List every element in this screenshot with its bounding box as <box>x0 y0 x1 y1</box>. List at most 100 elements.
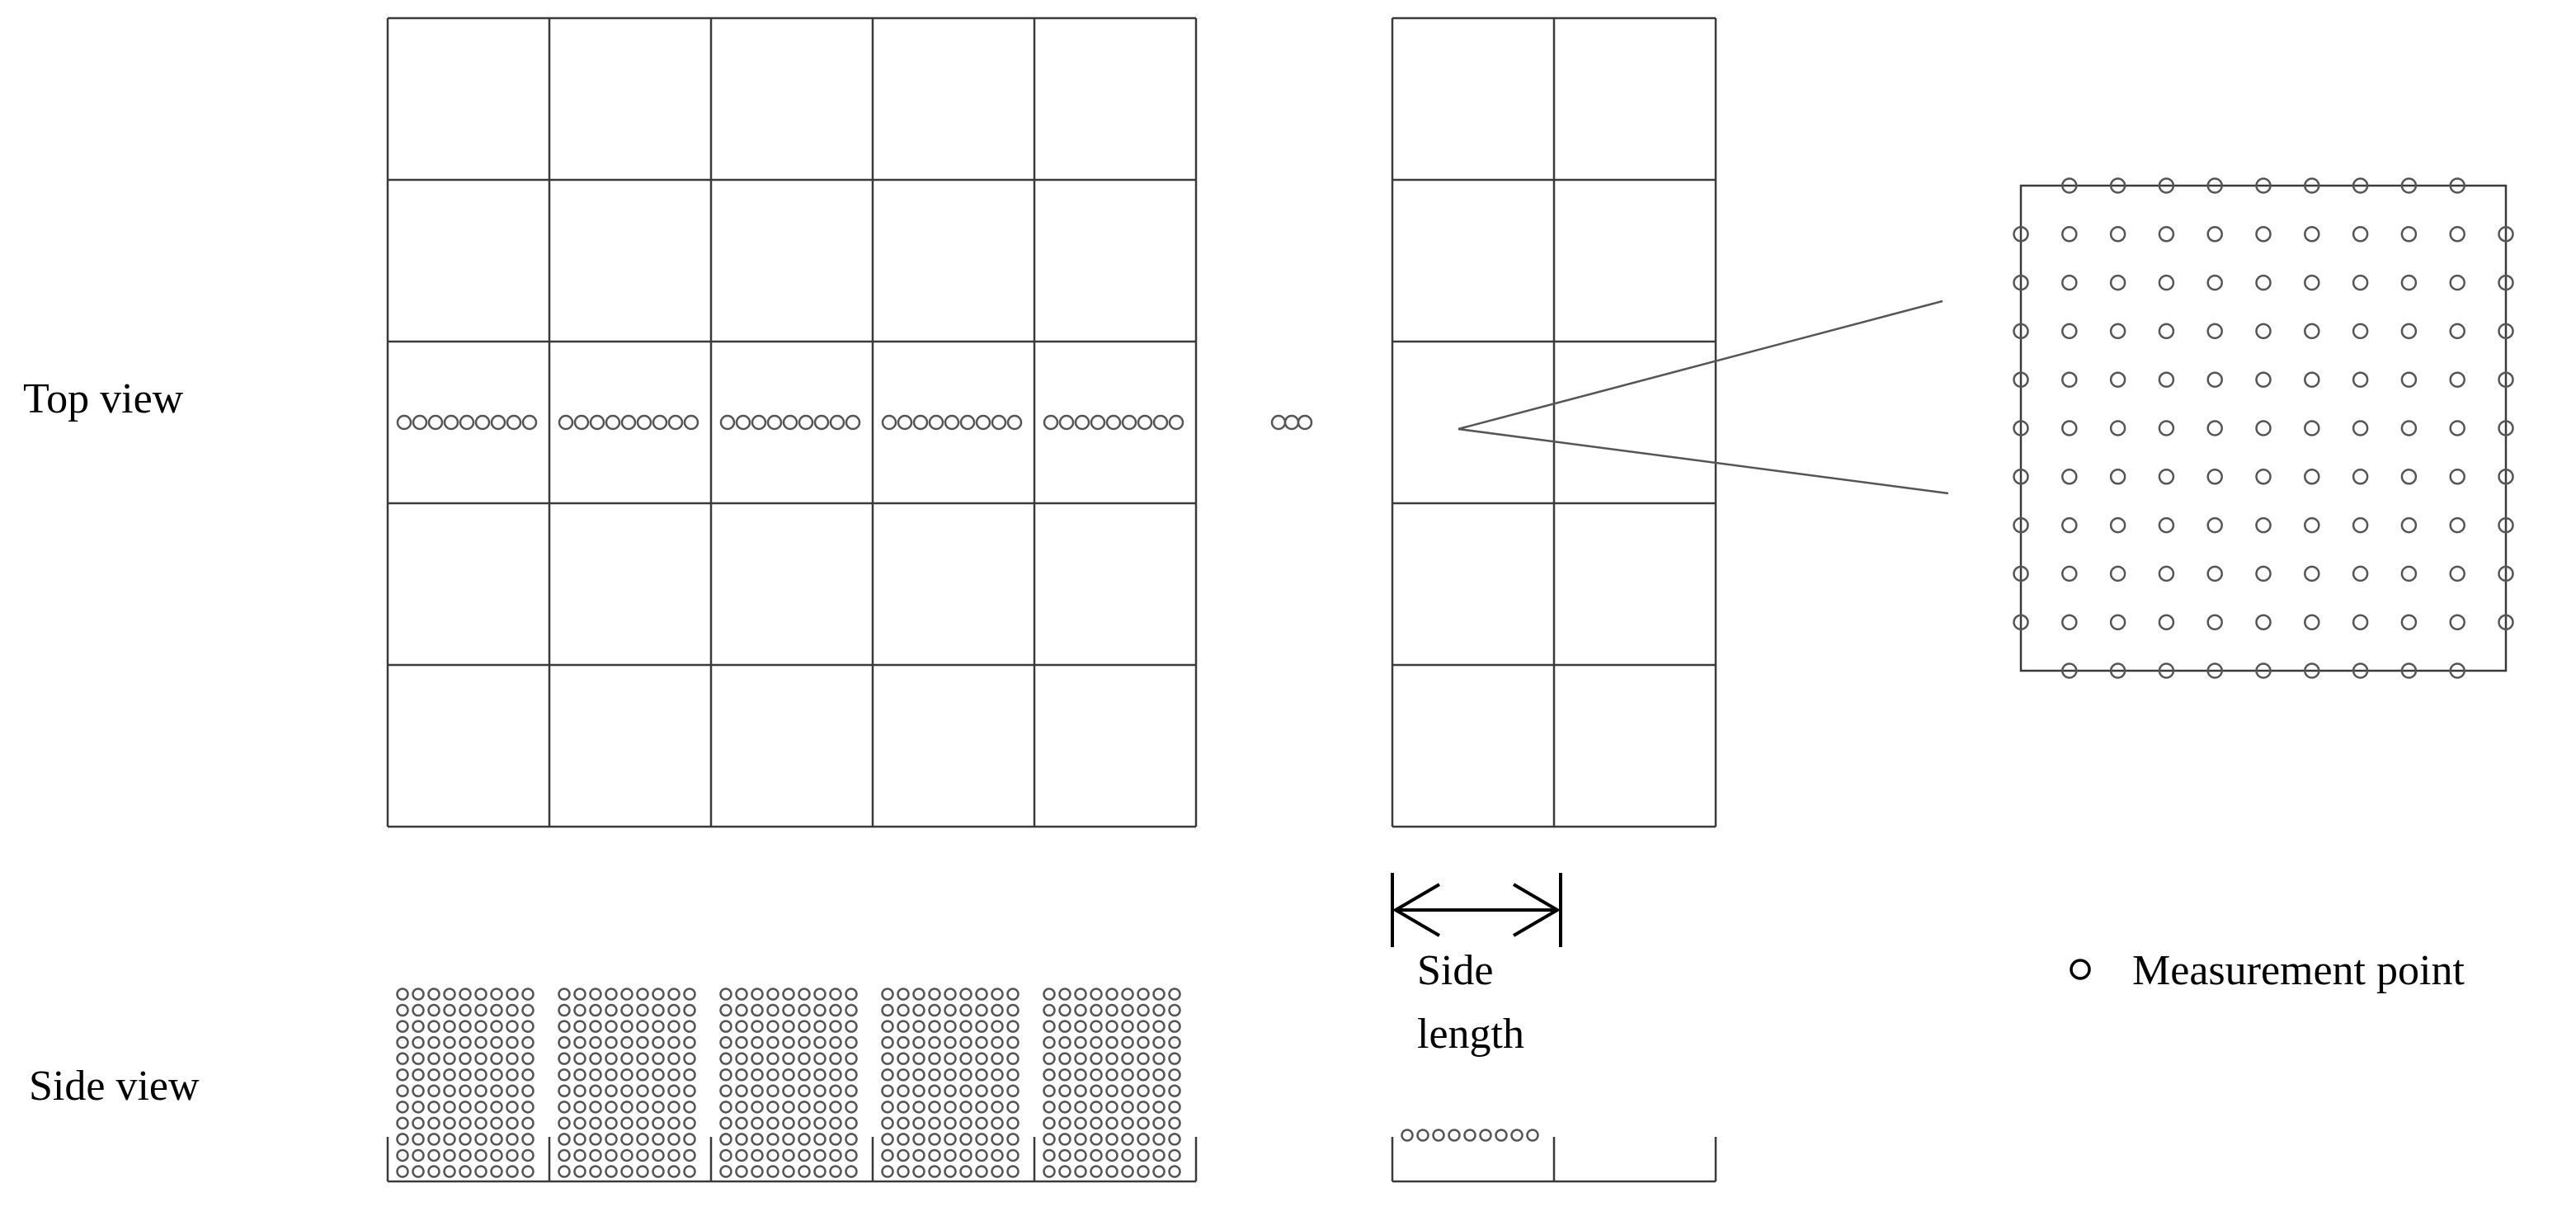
zoom-measurement-point <box>2400 226 2418 243</box>
side-measurement-point <box>1152 1165 1166 1178</box>
side-measurement-point <box>829 1101 842 1114</box>
side-measurement-point <box>521 988 535 1001</box>
side-measurement-point <box>667 1165 680 1178</box>
side-measurement-point <box>1105 1035 1118 1049</box>
measurement-point <box>735 414 751 431</box>
side-measurement-point <box>412 1101 425 1114</box>
legend: Measurement point <box>2070 947 2465 994</box>
side-measurement-point <box>620 1101 633 1114</box>
side-measurement-point <box>944 988 957 1001</box>
side-measurement-point <box>1074 1068 1087 1082</box>
side-measurement-point <box>845 1003 858 1017</box>
side-measurement-point <box>605 1133 618 1146</box>
side-measurement-point <box>636 1068 649 1082</box>
measurement-point <box>636 414 652 431</box>
side-measurement-point <box>589 1068 602 1082</box>
side-measurement-point <box>975 1116 988 1130</box>
top-view-right-grid <box>1391 17 1717 828</box>
side-measurement-point <box>845 1020 858 1033</box>
zoom-measurement-point <box>2304 420 2320 436</box>
zoom-measurement-point <box>2158 177 2175 194</box>
side-measurement-point <box>766 988 779 1001</box>
side-measurement-point <box>897 1116 910 1130</box>
zoom-measurement-point <box>2109 323 2126 340</box>
measurement-point <box>620 414 637 431</box>
side-measurement-point <box>506 1084 519 1098</box>
side-measurement-point <box>1152 1020 1166 1033</box>
side-measurement-point <box>558 1133 571 1146</box>
zoom-measurement-point <box>2400 565 2418 582</box>
side-measurement-point <box>521 1101 535 1114</box>
side-measurement-point <box>813 1116 826 1130</box>
zoom-measurement-point <box>2061 614 2078 630</box>
side-measurement-point <box>975 1084 988 1098</box>
side-measurement-point <box>412 988 425 1001</box>
side-measurement-point <box>443 1101 456 1114</box>
side-measurement-point <box>897 988 910 1001</box>
measurement-point <box>881 414 897 431</box>
legend-measurement-point-icon <box>2070 959 2091 980</box>
side-measurement-point <box>506 1068 519 1082</box>
zoom-measurement-point <box>2400 662 2418 679</box>
side-measurement-point <box>991 1084 1004 1098</box>
zoom-measurement-point <box>2158 371 2175 388</box>
side-measurement-point <box>573 1148 586 1162</box>
measurement-point <box>1043 414 1059 431</box>
side-measurement-point <box>944 1003 957 1017</box>
side-measurement-point <box>944 1052 957 1065</box>
side-measurement-point <box>1058 1003 1071 1017</box>
side-measurement-point <box>944 1035 957 1049</box>
side-measurement-point <box>443 1052 456 1065</box>
side-measurement-point <box>1121 1101 1134 1114</box>
side-measurement-point <box>1043 988 1056 1001</box>
zoom-measurement-point <box>2449 226 2465 243</box>
side-measurement-point <box>944 1020 957 1033</box>
side-measurement-point <box>589 1052 602 1065</box>
side-right-measurement-point <box>1401 1129 1414 1142</box>
side-measurement-point <box>944 1148 957 1162</box>
side-measurement-point <box>1006 1101 1020 1114</box>
side-measurement-point <box>683 1020 696 1033</box>
zoom-measurement-point <box>2400 516 2418 534</box>
side-measurement-point <box>1152 1101 1166 1114</box>
zoom-measurement-point <box>2061 177 2078 194</box>
side-measurement-point <box>944 1068 957 1082</box>
zoom-measurement-point <box>2206 420 2223 436</box>
side-measurement-point <box>959 1068 972 1082</box>
side-measurement-point <box>412 1035 425 1049</box>
side-measurement-point <box>490 1148 503 1162</box>
side-measurement-point <box>1105 1084 1118 1098</box>
side-measurement-point <box>1121 1133 1134 1146</box>
side-measurement-point <box>1090 1035 1103 1049</box>
side-measurement-point <box>667 1020 680 1033</box>
side-measurement-point <box>1121 1052 1134 1065</box>
side-measurement-point <box>928 1052 941 1065</box>
side-measurement-point <box>412 1068 425 1082</box>
measurement-point <box>1168 414 1184 431</box>
zoom-measurement-point <box>2206 226 2223 243</box>
side-measurement-point <box>1006 1165 1020 1178</box>
side-measurement-point <box>1074 988 1087 1001</box>
side-measurement-point <box>959 1133 972 1146</box>
side-measurement-point <box>558 1084 571 1098</box>
side-measurement-point <box>620 1052 633 1065</box>
side-measurement-point <box>1090 1052 1103 1065</box>
side-measurement-point <box>396 1084 409 1098</box>
side-measurement-point <box>1168 988 1181 1001</box>
side-measurement-point <box>975 1068 988 1082</box>
zoom-measurement-point <box>2061 662 2078 679</box>
zoom-measurement-point <box>2013 565 2029 582</box>
side-measurement-point <box>1043 1035 1056 1049</box>
side-measurement-point <box>897 1020 910 1033</box>
measurement-point <box>652 414 668 431</box>
side-measurement-point <box>798 1084 811 1098</box>
side-measurement-point <box>459 1084 472 1098</box>
side-measurement-point <box>1105 1133 1118 1146</box>
side-measurement-point <box>1043 1052 1056 1065</box>
side-measurement-point <box>506 1052 519 1065</box>
zoom-measurement-point <box>2304 565 2320 582</box>
side-right-measurement-point <box>1510 1129 1523 1142</box>
side-measurement-point <box>620 1116 633 1130</box>
zoom-measurement-point <box>2255 420 2272 436</box>
side-measurement-point <box>1105 1003 1118 1017</box>
